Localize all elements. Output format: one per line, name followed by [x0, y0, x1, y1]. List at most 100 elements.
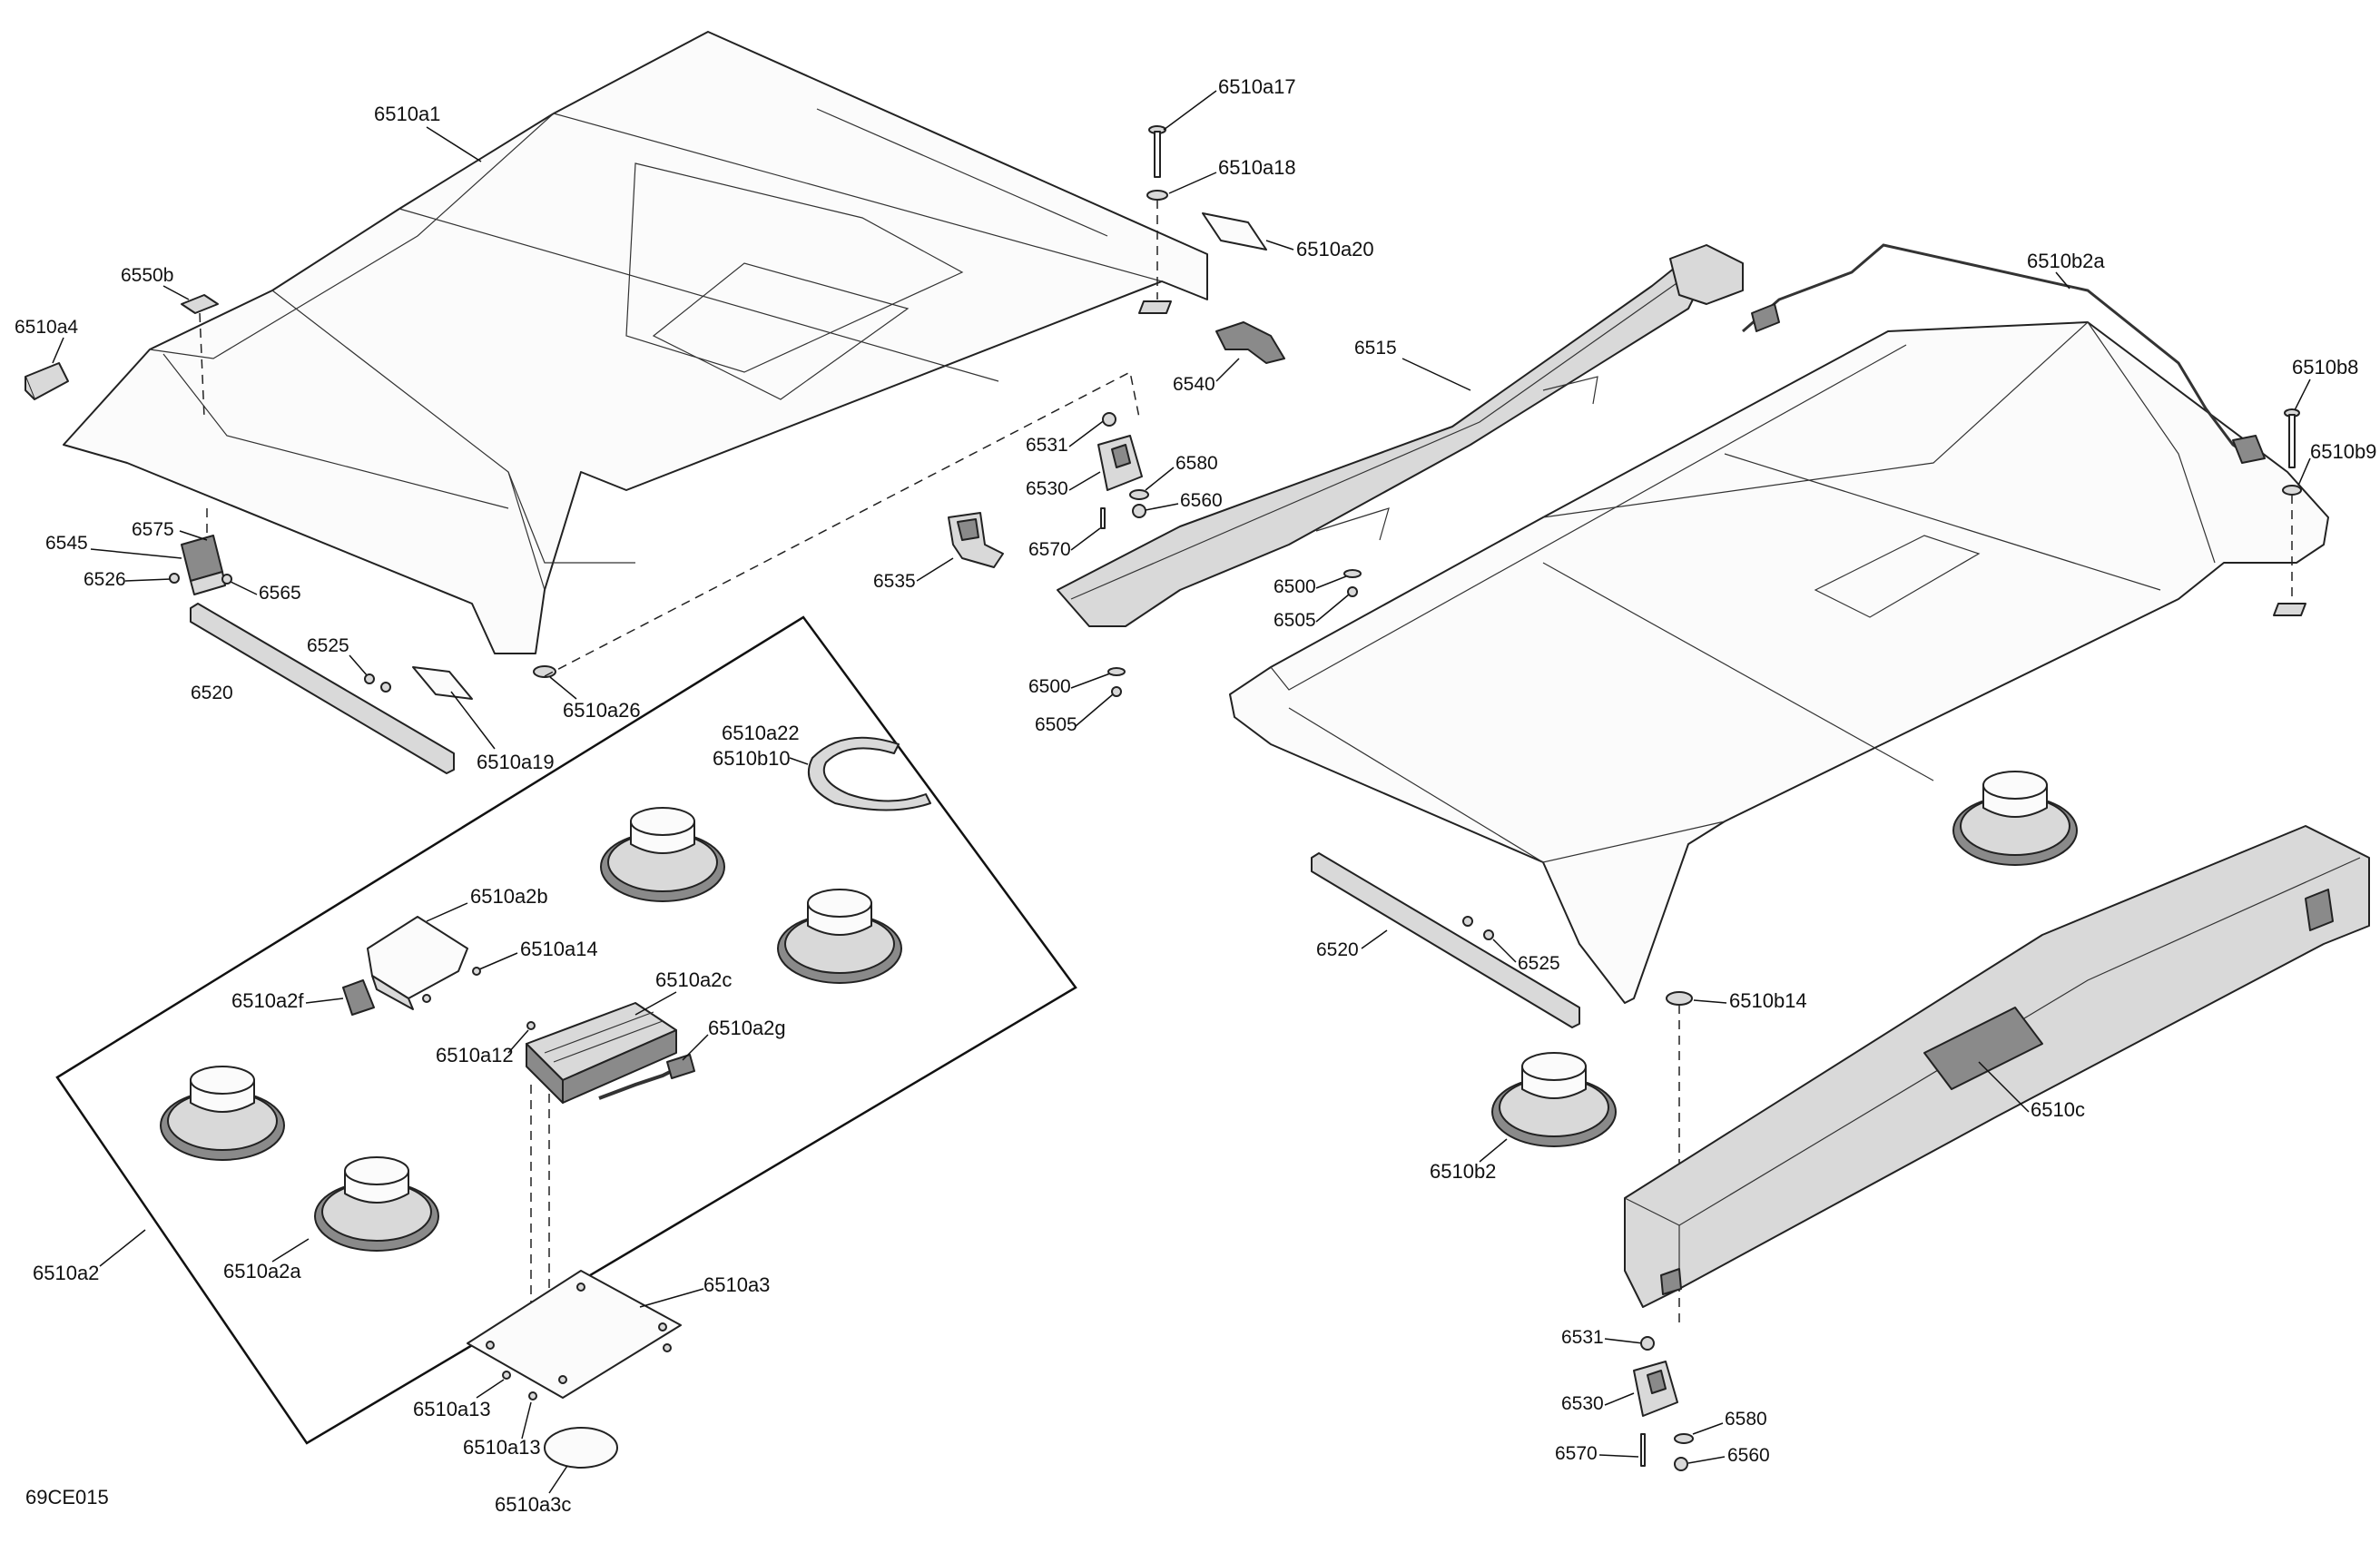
label-6510b2a: 6510b2a [2027, 250, 2105, 272]
washer-6510a26 [533, 665, 556, 678]
leader-6510a20 [1265, 240, 1294, 251]
harness-6510a2g [598, 1054, 695, 1100]
label-6510b14: 6510b14 [1729, 989, 1807, 1012]
audio-kit-frame [55, 615, 1077, 1445]
bolt-6510b8 [2284, 408, 2300, 468]
speaker-box-left [160, 1066, 285, 1161]
label-6510a14: 6510a14 [520, 938, 598, 960]
leader-6510a2c [634, 991, 677, 1016]
nut-6565 [221, 574, 232, 585]
label-6515: 6515 [1354, 338, 1397, 359]
bracket-6530-top [1097, 435, 1143, 491]
leader-6510a12 [507, 1029, 529, 1054]
label-6510a13-a: 6510a13 [413, 1398, 491, 1420]
label-6510a2g: 6510a2g [708, 1017, 786, 1039]
label-6560-bottom: 6560 [1727, 1445, 1770, 1466]
leader-6570-bottom [1598, 1454, 1639, 1458]
nut-6560-bottom [1674, 1457, 1688, 1471]
leader-6500-b [1070, 673, 1111, 689]
label-6510b9: 6510b9 [2310, 440, 2376, 463]
plate-6510a3 [467, 1270, 682, 1399]
leader-6545 [90, 548, 182, 559]
washer-6510b14 [1666, 991, 1693, 1006]
speaker-6510b2 [1491, 1052, 1617, 1147]
label-6510b8: 6510b8 [2292, 356, 2358, 378]
bracket-6530-bottom [1633, 1361, 1678, 1417]
label-6565: 6565 [259, 583, 301, 604]
leader-6580-bottom [1692, 1422, 1724, 1435]
label-6575: 6575 [132, 519, 174, 540]
pad-6510a19 [412, 666, 473, 700]
leader-6510b2 [1479, 1138, 1508, 1163]
leader-6526 [124, 578, 172, 582]
screw-6505-b [1111, 686, 1122, 697]
label-6525-left: 6525 [307, 635, 349, 656]
rivet-6525c [1462, 916, 1473, 927]
leader-6530-top [1068, 471, 1101, 491]
bumper-6510a4 [25, 362, 69, 400]
label-6510a2a: 6510a2a [223, 1260, 301, 1283]
screw-6510a13-a [502, 1371, 511, 1380]
label-6510a13-b: 6510a13 [463, 1436, 541, 1459]
bolt-6570-bottom [1640, 1433, 1646, 1467]
speaker-box-right [777, 889, 902, 984]
label-6531-bottom: 6531 [1561, 1327, 1604, 1348]
label-6510a2b: 6510a2b [470, 885, 548, 908]
clip-6550b [181, 294, 219, 314]
pad-6510a20 [1202, 212, 1267, 251]
leader-6531-top [1068, 418, 1106, 447]
leader-6510a26 [549, 676, 577, 700]
screw-6510a12 [526, 1021, 536, 1030]
screw-6510a13-b [528, 1391, 537, 1400]
leader-6505-a [1315, 594, 1350, 623]
leader-6510a2a [271, 1238, 310, 1263]
roof-panel-front [63, 31, 1208, 654]
dash-6510a26 [544, 370, 1140, 677]
label-6510a3: 6510a3 [703, 1273, 770, 1296]
leader-6510b9 [2297, 457, 2311, 486]
label-6500-b: 6500 [1028, 676, 1071, 697]
leader-6510a2b [426, 902, 468, 922]
label-6580-top: 6580 [1175, 453, 1218, 474]
label-6510b2: 6510b2 [1430, 1160, 1496, 1183]
bolt-6570-top [1100, 507, 1106, 529]
leader-6510a3c [548, 1465, 568, 1494]
washer-6500-b [1107, 667, 1126, 676]
washer-6510b9 [2282, 485, 2302, 496]
label-6510a20: 6510a20 [1296, 238, 1374, 260]
leader-6531-bottom [1604, 1338, 1644, 1344]
label-6500-a: 6500 [1274, 576, 1316, 597]
leader-6520-right [1361, 929, 1388, 949]
leader-6500-a [1315, 575, 1347, 589]
label-6510a19: 6510a19 [477, 751, 555, 773]
label-6510a1: 6510a1 [374, 103, 440, 125]
dash-6550b [199, 312, 205, 418]
frame-6515 [1057, 244, 1744, 627]
leader-6510b2a [2055, 271, 2070, 290]
leader-6575 [179, 530, 208, 541]
leader-6560-top [1145, 503, 1179, 511]
washer-6580-bottom [1674, 1433, 1694, 1444]
label-6560-top: 6560 [1180, 490, 1223, 511]
washer-6510a18 [1146, 190, 1168, 201]
strip-6520-left [190, 603, 455, 774]
leader-6570-top [1070, 527, 1101, 551]
washer-6500-a [1343, 569, 1362, 578]
leader-6510a2g [682, 1034, 709, 1061]
screw-6505-a [1347, 586, 1358, 597]
strip-6520-right [1311, 852, 1580, 1028]
leader-6540 [1215, 358, 1240, 382]
bar-6510c [1624, 825, 2370, 1308]
label-6510a22: 6510a22 [722, 722, 800, 744]
bolt-6510a17 [1148, 125, 1166, 178]
leader-6515 [1401, 358, 1471, 391]
leader-6510c [1978, 1061, 2030, 1113]
label-6525-right: 6525 [1518, 953, 1560, 974]
label-6530-top: 6530 [1026, 478, 1068, 499]
leader-6580-top [1145, 467, 1175, 491]
label-6520-right: 6520 [1316, 939, 1359, 960]
leader-6550b [162, 285, 190, 300]
mount-6510b9 [2273, 603, 2306, 616]
leader-6565 [228, 580, 258, 595]
label-6526: 6526 [84, 569, 126, 590]
